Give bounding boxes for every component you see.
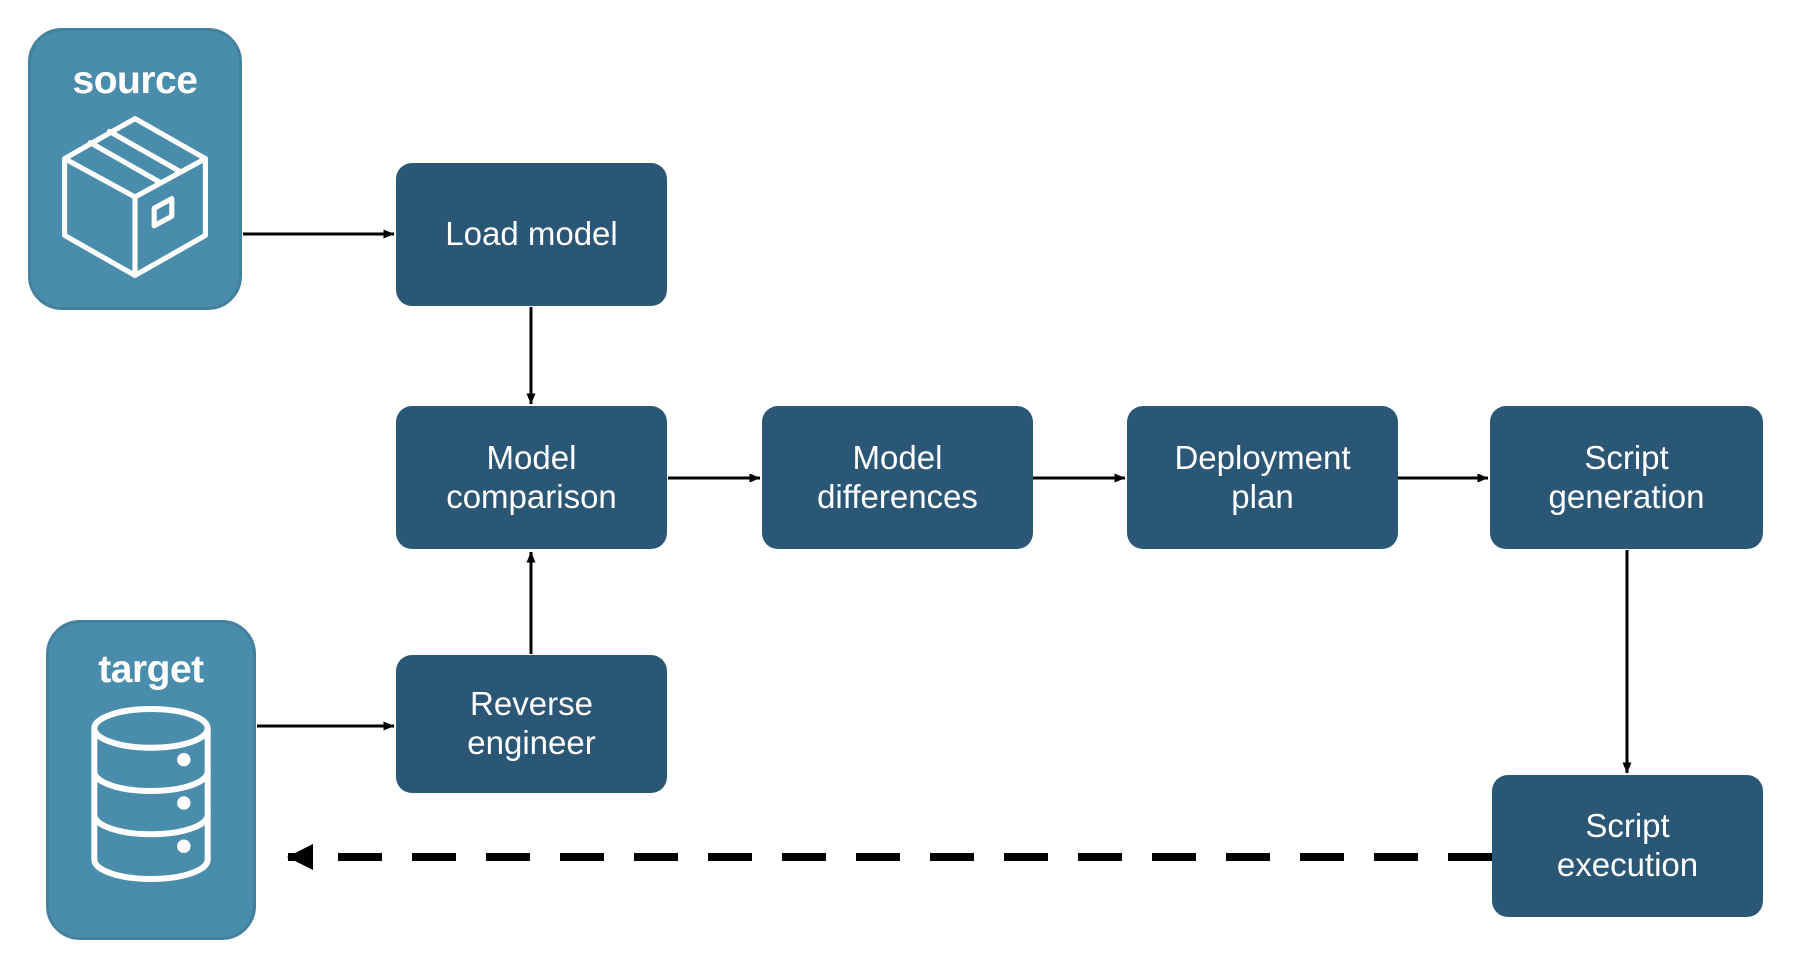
node-model-differences-label: Model differences [817,438,978,515]
node-target-label: target [98,648,204,691]
node-source[interactable]: source [28,28,242,310]
node-script-execution[interactable]: Script execution [1492,775,1763,917]
node-script-execution-label: Script execution [1556,807,1699,883]
node-target[interactable]: target [46,620,256,940]
node-source-label: source [72,59,198,102]
node-script-generation-label: Script generation [1548,438,1705,515]
node-script-generation[interactable]: Script generation [1490,406,1763,549]
node-reverse-engineer-label: Reverse engineer [467,685,596,761]
node-load-model-label: Load model [445,215,618,253]
node-model-comparison-label: Model comparison [446,438,617,515]
node-deployment-plan-label: Deployment plan [1174,438,1351,515]
node-model-differences[interactable]: Model differences [762,406,1033,549]
node-model-comparison[interactable]: Model comparison [396,406,667,549]
node-reverse-engineer[interactable]: Reverse engineer [396,655,667,793]
database-cylinder-icon [91,705,211,882]
node-deployment-plan[interactable]: Deployment plan [1127,406,1398,549]
package-box-icon [62,116,208,278]
node-load-model[interactable]: Load model [396,163,667,306]
